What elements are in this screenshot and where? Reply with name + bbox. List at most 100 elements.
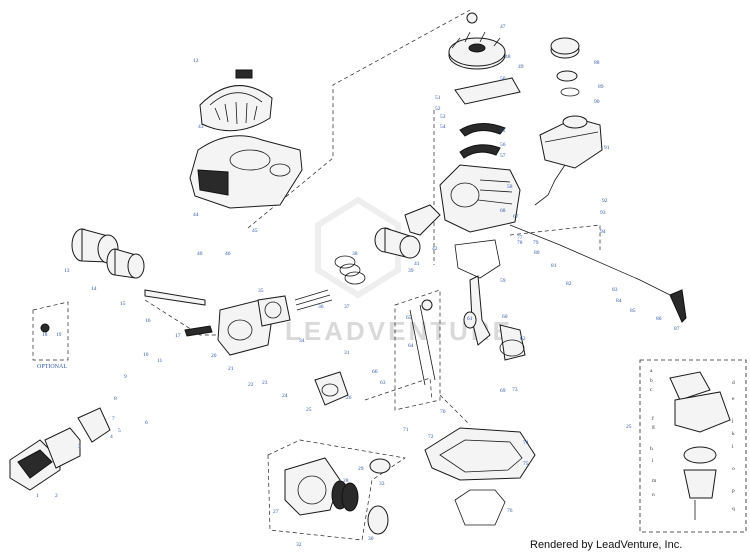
part-label-73: 73 [512,387,518,393]
cap-gasket [556,70,578,82]
part-label-36: 36 [318,304,324,310]
part-label-87: 87 [674,326,680,332]
part-label-60: 60 [502,314,508,320]
part-label-24: 24 [282,393,288,399]
part-label-28: 28 [343,478,349,484]
part-label-22: 22 [248,382,254,388]
part-label-9: 9 [124,374,127,380]
part-label-27: 27 [273,509,279,515]
part-label-30: 30 [368,536,374,542]
crankcase-cover [424,427,536,481]
dashed-box-valves [394,289,441,411]
inset-label-p: p [732,488,735,494]
part-label-14: 14 [91,286,97,292]
cap-ring [560,87,580,97]
part-label-56: 56 [500,142,506,148]
inset-label-i: i [652,458,654,464]
connecting-rod [404,204,441,236]
dashed-box-starter [267,439,406,541]
part-label-66: 66 [372,369,378,375]
part-label-4: 4 [110,434,113,440]
part-label-61: 61 [467,316,473,322]
fuel-line [534,164,566,206]
inset-label-k: k [732,431,735,437]
footer-credit: Rendered by LeadVenture, Inc. [530,539,683,551]
dashed-guide-lower [364,377,433,401]
part-label-6: 6 [145,420,148,426]
part-label-15: 15 [120,301,126,307]
part-label-37: 37 [344,304,350,310]
dipstick-tube [144,289,206,306]
part-label-39: 39 [408,268,414,274]
part-label-91: 91 [604,145,610,151]
part-label-26: 26 [346,395,352,401]
part-label-51: 51 [435,95,441,101]
part-label-32: 32 [296,542,302,548]
inset-label-e: e [732,396,735,402]
part-label-8: 8 [114,396,117,402]
part-label-63: 63 [380,380,386,386]
part-label-58: 58 [507,184,513,190]
muffler-guard [9,439,61,491]
part-label-93: 93 [600,210,606,216]
inset-label-h: h [650,446,653,452]
air-filter-element [106,248,145,279]
watermark-logo [315,196,401,299]
part-label-43: 43 [198,124,204,130]
valves [409,304,436,386]
part-label-62: 62 [520,336,526,342]
part-label-81: 81 [551,263,557,269]
part-label-80: 80 [534,250,540,256]
part-label-1: 1 [36,493,39,499]
part-label-34: 34 [299,338,305,344]
inset-label-g: g [652,424,655,430]
blower-housing [189,135,303,209]
crankshaft [463,275,491,346]
optional-part-icon [40,323,50,333]
muffler-body [77,407,111,443]
starter-gear [369,458,391,474]
part-label-64: 64 [408,343,414,349]
spacer-arc-2 [459,144,501,159]
part-label-29: 29 [358,466,364,472]
inset-label-m: m [652,478,657,484]
dashed-guide-right [509,224,601,250]
part-label-82: 82 [566,281,572,287]
part-label-2: 2 [55,493,58,499]
part-label-13: 13 [64,268,70,274]
part-label-83: 83 [612,287,618,293]
flywheel [448,12,506,70]
part-label-70: 70 [440,409,446,415]
part-label-55: 55 [500,128,506,134]
part-label-5: 5 [118,428,121,434]
part-label-38: 38 [352,251,358,257]
inset-label-d: d [732,380,735,386]
part-label-52: 52 [435,106,441,112]
part-label-25: 25 [306,407,312,413]
head-gasket [257,295,291,327]
part-label-79: 79 [533,240,539,246]
part-label-19: 19 [56,332,62,338]
part-label-41: 41 [414,261,420,267]
part-label-65: 65 [406,315,412,321]
part-label-54: 54 [440,124,446,130]
fuel-tank [539,115,603,169]
engine-block [439,164,521,233]
base-gasket [454,489,506,526]
part-label-84: 84 [616,298,622,304]
part-label-94: 94 [600,229,606,235]
dashed-guide-base [439,394,471,426]
part-label-88: 88 [594,60,600,66]
piston [374,227,421,259]
part-label-71: 71 [403,427,409,433]
part-label-44: 44 [193,212,199,218]
inset-label-b: b [650,378,653,384]
part-label-33: 33 [379,481,385,487]
inset-label-o: o [732,466,735,472]
starter-pulley [367,505,389,535]
part-label-3: 3 [78,444,81,450]
inset-label-j: j [731,418,734,424]
carburetor-inset-parts [669,371,731,520]
dashed-box-optional [32,301,69,361]
